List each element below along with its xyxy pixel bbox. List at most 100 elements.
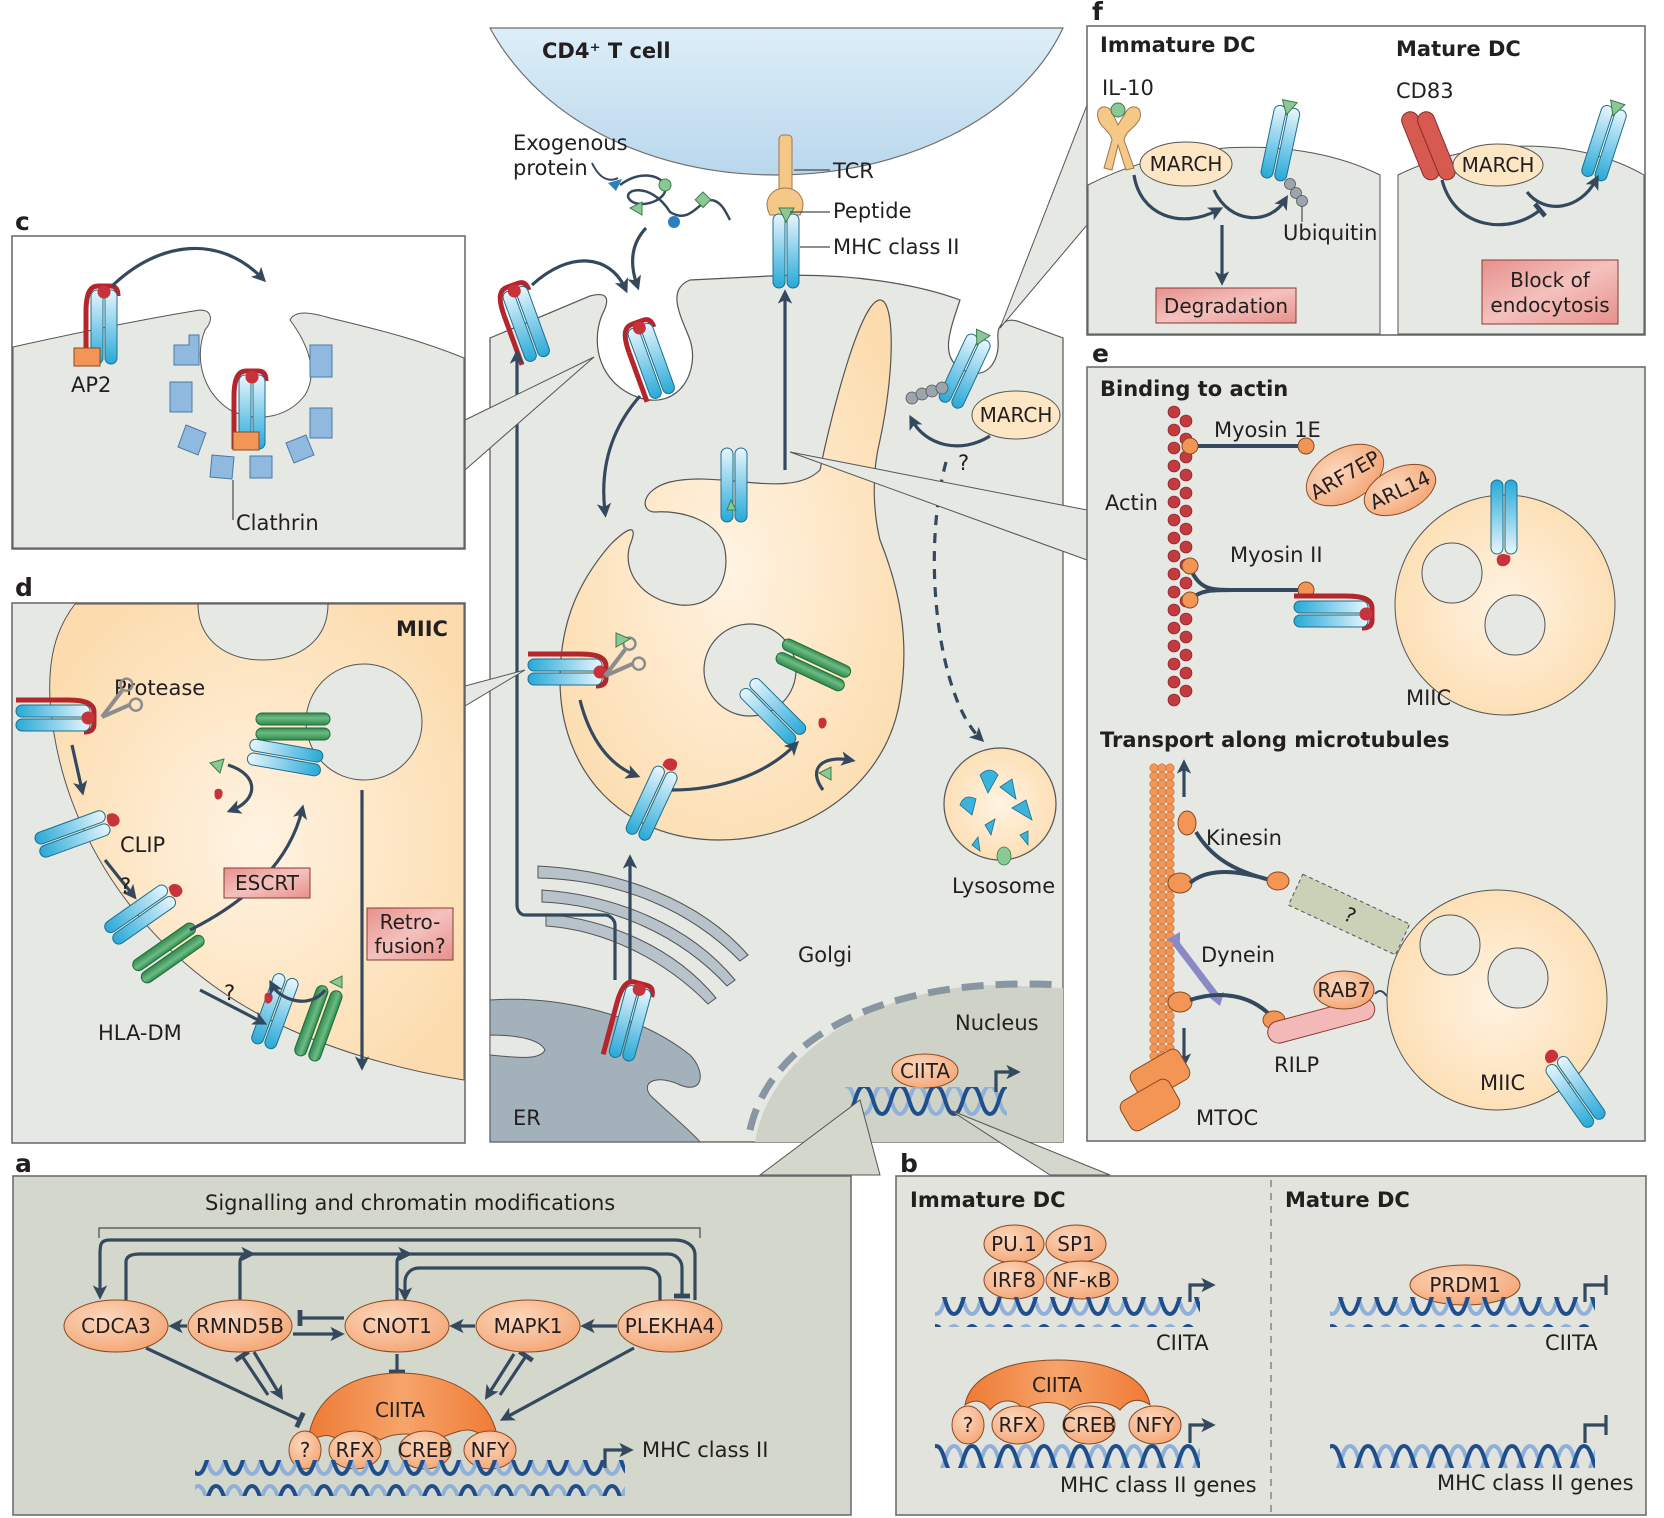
b-mature-mhc-label: MHC class II genes [1437, 1471, 1634, 1495]
tcr-label: TCR [832, 159, 874, 183]
regulator-node-label: RMND5B [196, 1314, 284, 1338]
bracket-label: Signalling and chromatin modifications [205, 1191, 615, 1215]
rilp-label: RILP [1274, 1053, 1319, 1077]
cd83-label: CD83 [1396, 79, 1454, 103]
ubiquitin-label: Ubiquitin [1283, 221, 1377, 245]
clathrin-coat [169, 334, 333, 480]
regulation-edge [238, 1246, 256, 1300]
regulator-node-label: CDCA3 [81, 1314, 151, 1338]
immature-march-label: MARCH [1150, 152, 1223, 176]
retrofusion-label-1: Retro- [380, 910, 441, 934]
panel-d-q1: ? [120, 874, 131, 898]
panel-f-letter: f [1092, 0, 1104, 26]
b-ciita-gene-label: CIITA [1156, 1331, 1209, 1355]
transcription-start-arrow [994, 1064, 1021, 1092]
regulation-edge [234, 1349, 270, 1396]
clip-label: CLIP [120, 833, 165, 857]
b-mhc-genes-label: MHC class II genes [1060, 1473, 1257, 1497]
panel-d-mhc-ii [16, 700, 95, 732]
panel-b-letter: b [900, 1149, 918, 1178]
mhc-label: MHC class II [833, 235, 959, 259]
b-immature-title: Immature DC [910, 1188, 1066, 1212]
nucleus-label: Nucleus [955, 1011, 1039, 1035]
b-mature-ciita-label: CIITA [1545, 1331, 1598, 1355]
block-endocytosis-box [1481, 259, 1619, 325]
actin-miic-label: MIIC [1406, 686, 1451, 710]
myosin1e-label: Myosin 1E [1214, 418, 1321, 442]
actin-title: Binding to actin [1100, 377, 1288, 401]
mtoc-label: MTOC [1196, 1106, 1258, 1130]
immature-march [1139, 141, 1233, 187]
transcription-factor-label: NFY [471, 1438, 510, 1462]
regulator-node: RMND5B [187, 1299, 293, 1353]
regulator-node: PLEKHA4 [617, 1299, 723, 1353]
er-label: ER [513, 1106, 541, 1130]
transcription-factor-label: NFY [1136, 1413, 1175, 1437]
rilp [1267, 997, 1376, 1044]
il10-receptor [1097, 102, 1141, 171]
lysosome-fragments [959, 769, 1033, 866]
callout-lines [464, 104, 1111, 1176]
rab7 [1313, 970, 1375, 1010]
regulator-node-label: MAPK1 [494, 1314, 563, 1338]
ciita-promoter-tf-label: NF-κB [1052, 1268, 1111, 1292]
panel-a-letter: a [15, 1149, 32, 1178]
ciita-promoter-tf-label: IRF8 [992, 1268, 1036, 1292]
regulation-edge [484, 1353, 516, 1400]
kinesin-label: Kinesin [1206, 826, 1282, 850]
golgi-label: Golgi [798, 943, 852, 967]
endocytosed-mhc-ii [620, 317, 677, 402]
panel-e: e Binding to actin Actin Myosin 1E ARF7E… [1086, 339, 1646, 1142]
immature-ubiquitin [1284, 178, 1308, 207]
regulator-node: CDCA3 [63, 1299, 169, 1353]
b-mature-mhc-dna [1330, 1438, 1595, 1468]
actin-label: Actin [1105, 491, 1158, 515]
panel-c-letter: c [15, 207, 30, 236]
degradation-label: Degradation [1164, 294, 1288, 318]
ciita-promoter-tf-label: PU.1 [991, 1232, 1037, 1256]
ciita-promoter-tf: SP1 [1045, 1224, 1107, 1264]
panel-a-ciita-label: CIITA [375, 1398, 425, 1422]
panel-a-dna [195, 1460, 625, 1496]
center-cell: CD4⁺ T cell Lysosome ER Golgi Nucleus [488, 27, 1064, 1143]
mature-dc-title: Mature DC [1396, 37, 1521, 61]
myosin2-label: Myosin II [1230, 543, 1323, 567]
center-march [971, 390, 1061, 440]
regulation-edge [498, 1349, 534, 1396]
transcription-factor-label: ? [300, 1438, 311, 1462]
exogenous-label-2: protein [513, 156, 588, 180]
exogenous-label-1: Exogenous [513, 131, 628, 155]
b-ciita-label: CIITA [1032, 1373, 1082, 1397]
transcription-factor-label: ? [963, 1413, 974, 1437]
center-march-label: MARCH [980, 403, 1053, 427]
transcription-factor: RFX [328, 1430, 382, 1470]
transcription-factor: CREB [1062, 1405, 1116, 1445]
peptide-label: Peptide [833, 199, 911, 223]
cd83 [1401, 111, 1456, 181]
panel-a-target: MHC class II [642, 1438, 768, 1462]
transcription-factor-label: RFX [998, 1413, 1037, 1437]
escrt-box [223, 867, 311, 899]
miic-mhc-ii-processing [528, 654, 607, 686]
panel-f: f Immature DC Mature DC IL-10 CD83 MARCH… [1086, 0, 1646, 336]
ciita-promoter-tf: IRF8 [983, 1260, 1045, 1300]
panel-d-q2: ? [224, 981, 235, 1005]
panel-e-letter: e [1092, 339, 1109, 368]
ciita-promoter-tf-label: SP1 [1057, 1232, 1094, 1256]
panel-c: c AP2 Clathrin [11, 207, 466, 550]
mature-march [1452, 143, 1544, 187]
nucleus-ciita-label: CIITA [900, 1059, 950, 1083]
regulation-edge [145, 1346, 306, 1429]
regulation-edge [252, 1351, 283, 1400]
mt-miic-label: MIIC [1480, 1071, 1525, 1095]
immature-dc-title: Immature DC [1100, 33, 1256, 57]
transcription-factor-label: CREB [398, 1438, 452, 1462]
regulator-node: CNOT1 [344, 1299, 450, 1353]
b-mature-title: Mature DC [1285, 1188, 1410, 1212]
ubiquitin-chain [905, 381, 949, 405]
b-mhc-dna [935, 1438, 1200, 1468]
mtoc [1119, 1048, 1191, 1132]
transcription-factor: NFY [1128, 1405, 1182, 1445]
transcription-factor-label: RFX [335, 1438, 374, 1462]
